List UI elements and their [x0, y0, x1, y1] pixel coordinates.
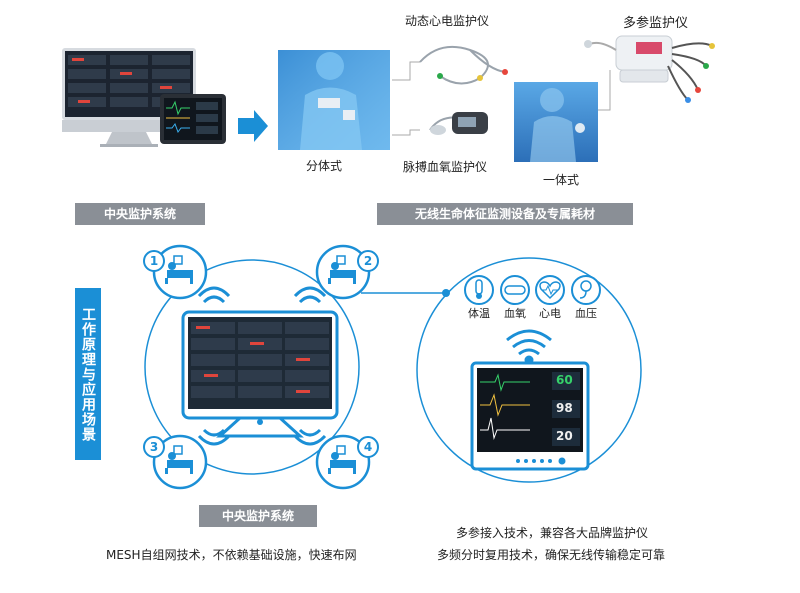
central-monitor-bar-2: 中央监护系统 — [199, 505, 317, 527]
wrist-spo2-label: 脉搏血氧监护仪 — [403, 160, 488, 174]
split-type-image — [278, 50, 390, 150]
top-illustration — [62, 35, 715, 162]
bed-icon-4 — [315, 434, 371, 490]
tablet-monitor — [160, 94, 226, 144]
device-circle — [416, 257, 642, 483]
spo2-label: 血氧 — [504, 307, 526, 320]
bedside-monitor — [470, 361, 590, 471]
ecg-cable-image — [419, 46, 508, 85]
wireless-device-bar: 无线生命体征监测设备及专属耗材 — [377, 203, 633, 225]
arrow-icon — [238, 110, 268, 142]
spo2-value: 98 — [556, 401, 573, 415]
ecg-label: 心电 — [539, 307, 561, 320]
integrated-image — [514, 82, 598, 162]
wifi-icon — [506, 329, 552, 365]
bp-cuff-icon — [571, 275, 601, 305]
bed-icon-3 — [152, 434, 208, 490]
wrist-spo2-image — [429, 112, 488, 135]
resp-value: 20 — [556, 429, 573, 443]
hr-value: 60 — [556, 373, 573, 387]
ecg-heart-icon — [535, 275, 565, 305]
wifi-signal-icon — [197, 286, 327, 446]
bed-icon-1 — [152, 244, 208, 300]
central-monitor-screen — [181, 310, 339, 438]
multi-param-device-image — [584, 35, 715, 103]
mesh-caption: MESH自组网技术，不依赖基础设施，快速布网 — [106, 548, 357, 562]
principle-tab: 工作原理与应用场景 — [75, 288, 101, 460]
multi-param-caption: 多参接入技术，兼容各大品牌监护仪 — [456, 526, 649, 540]
temp-label: 体温 — [468, 307, 490, 320]
node-number-2: 2 — [357, 250, 379, 272]
network-circle — [144, 259, 360, 475]
node-number-4: 4 — [357, 436, 379, 458]
spo2-icon — [500, 275, 530, 305]
thermometer-icon — [464, 275, 494, 305]
central-monitor-bar: 中央监护系统 — [75, 203, 205, 225]
node-number-3: 3 — [143, 436, 165, 458]
split-type-label: 分体式 — [306, 159, 343, 173]
bottom-illustration — [144, 244, 642, 490]
bp-label: 血压 — [575, 307, 597, 320]
dynamic-ecg-label: 动态心电监护仪 — [405, 14, 490, 28]
bed-icon-2 — [315, 244, 371, 300]
integrated-label: 一体式 — [543, 173, 580, 187]
multi-param-label: 多参监护仪 — [623, 16, 689, 31]
multi-freq-caption: 多频分时复用技术，确保无线传输稳定可靠 — [437, 548, 666, 562]
node-number-1: 1 — [143, 250, 165, 272]
